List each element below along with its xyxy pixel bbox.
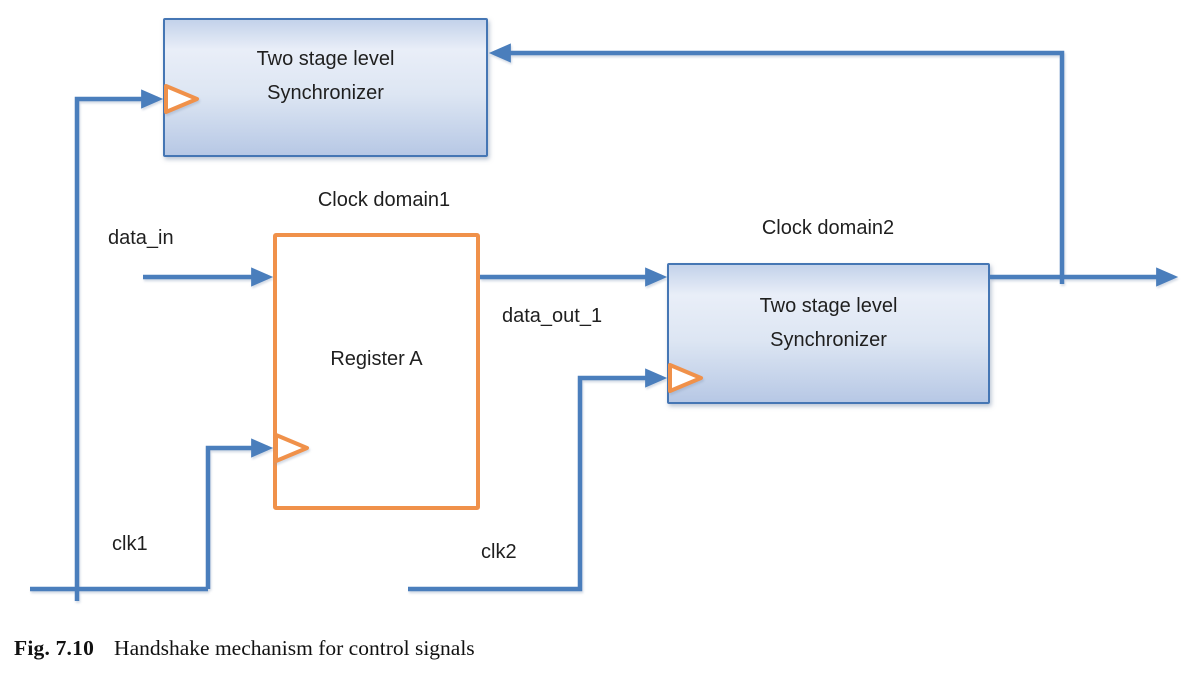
clk1-to-register-wire <box>205 438 274 589</box>
data-in-label: data_in <box>108 227 174 249</box>
figure-caption-number: Fig. 7.10 <box>14 636 95 660</box>
register-a-box: Register A <box>273 233 480 510</box>
sync-right-label-line2: Synchronizer <box>770 329 887 351</box>
two-stage-synchronizer-top-box: Two stage level Synchronizer <box>163 18 488 157</box>
feedback-wire <box>488 43 1065 277</box>
clock-domain1-label: Clock domain1 <box>317 189 451 211</box>
clk1-label: clk1 <box>112 533 148 555</box>
sync-right-label-line1: Two stage level <box>759 295 898 317</box>
register-a-label: Register A <box>330 347 423 370</box>
clock-domain2-label: Clock domain2 <box>761 217 895 239</box>
sync-top-label-line1: Two stage level <box>256 48 395 70</box>
sync-top-label-line2: Synchronizer <box>267 82 384 104</box>
two-stage-synchronizer-right-box: Two stage level Synchronizer <box>667 263 990 404</box>
data-out-1-label: data_out_1 <box>502 305 603 327</box>
clk1-to-sync-top-wire <box>74 89 164 601</box>
clk2-label: clk2 <box>481 541 517 563</box>
figure-caption-text: Handshake mechanism for control signals <box>114 636 475 660</box>
figure-caption: Fig. 7.10 Handshake mechanism for control… <box>14 636 475 661</box>
